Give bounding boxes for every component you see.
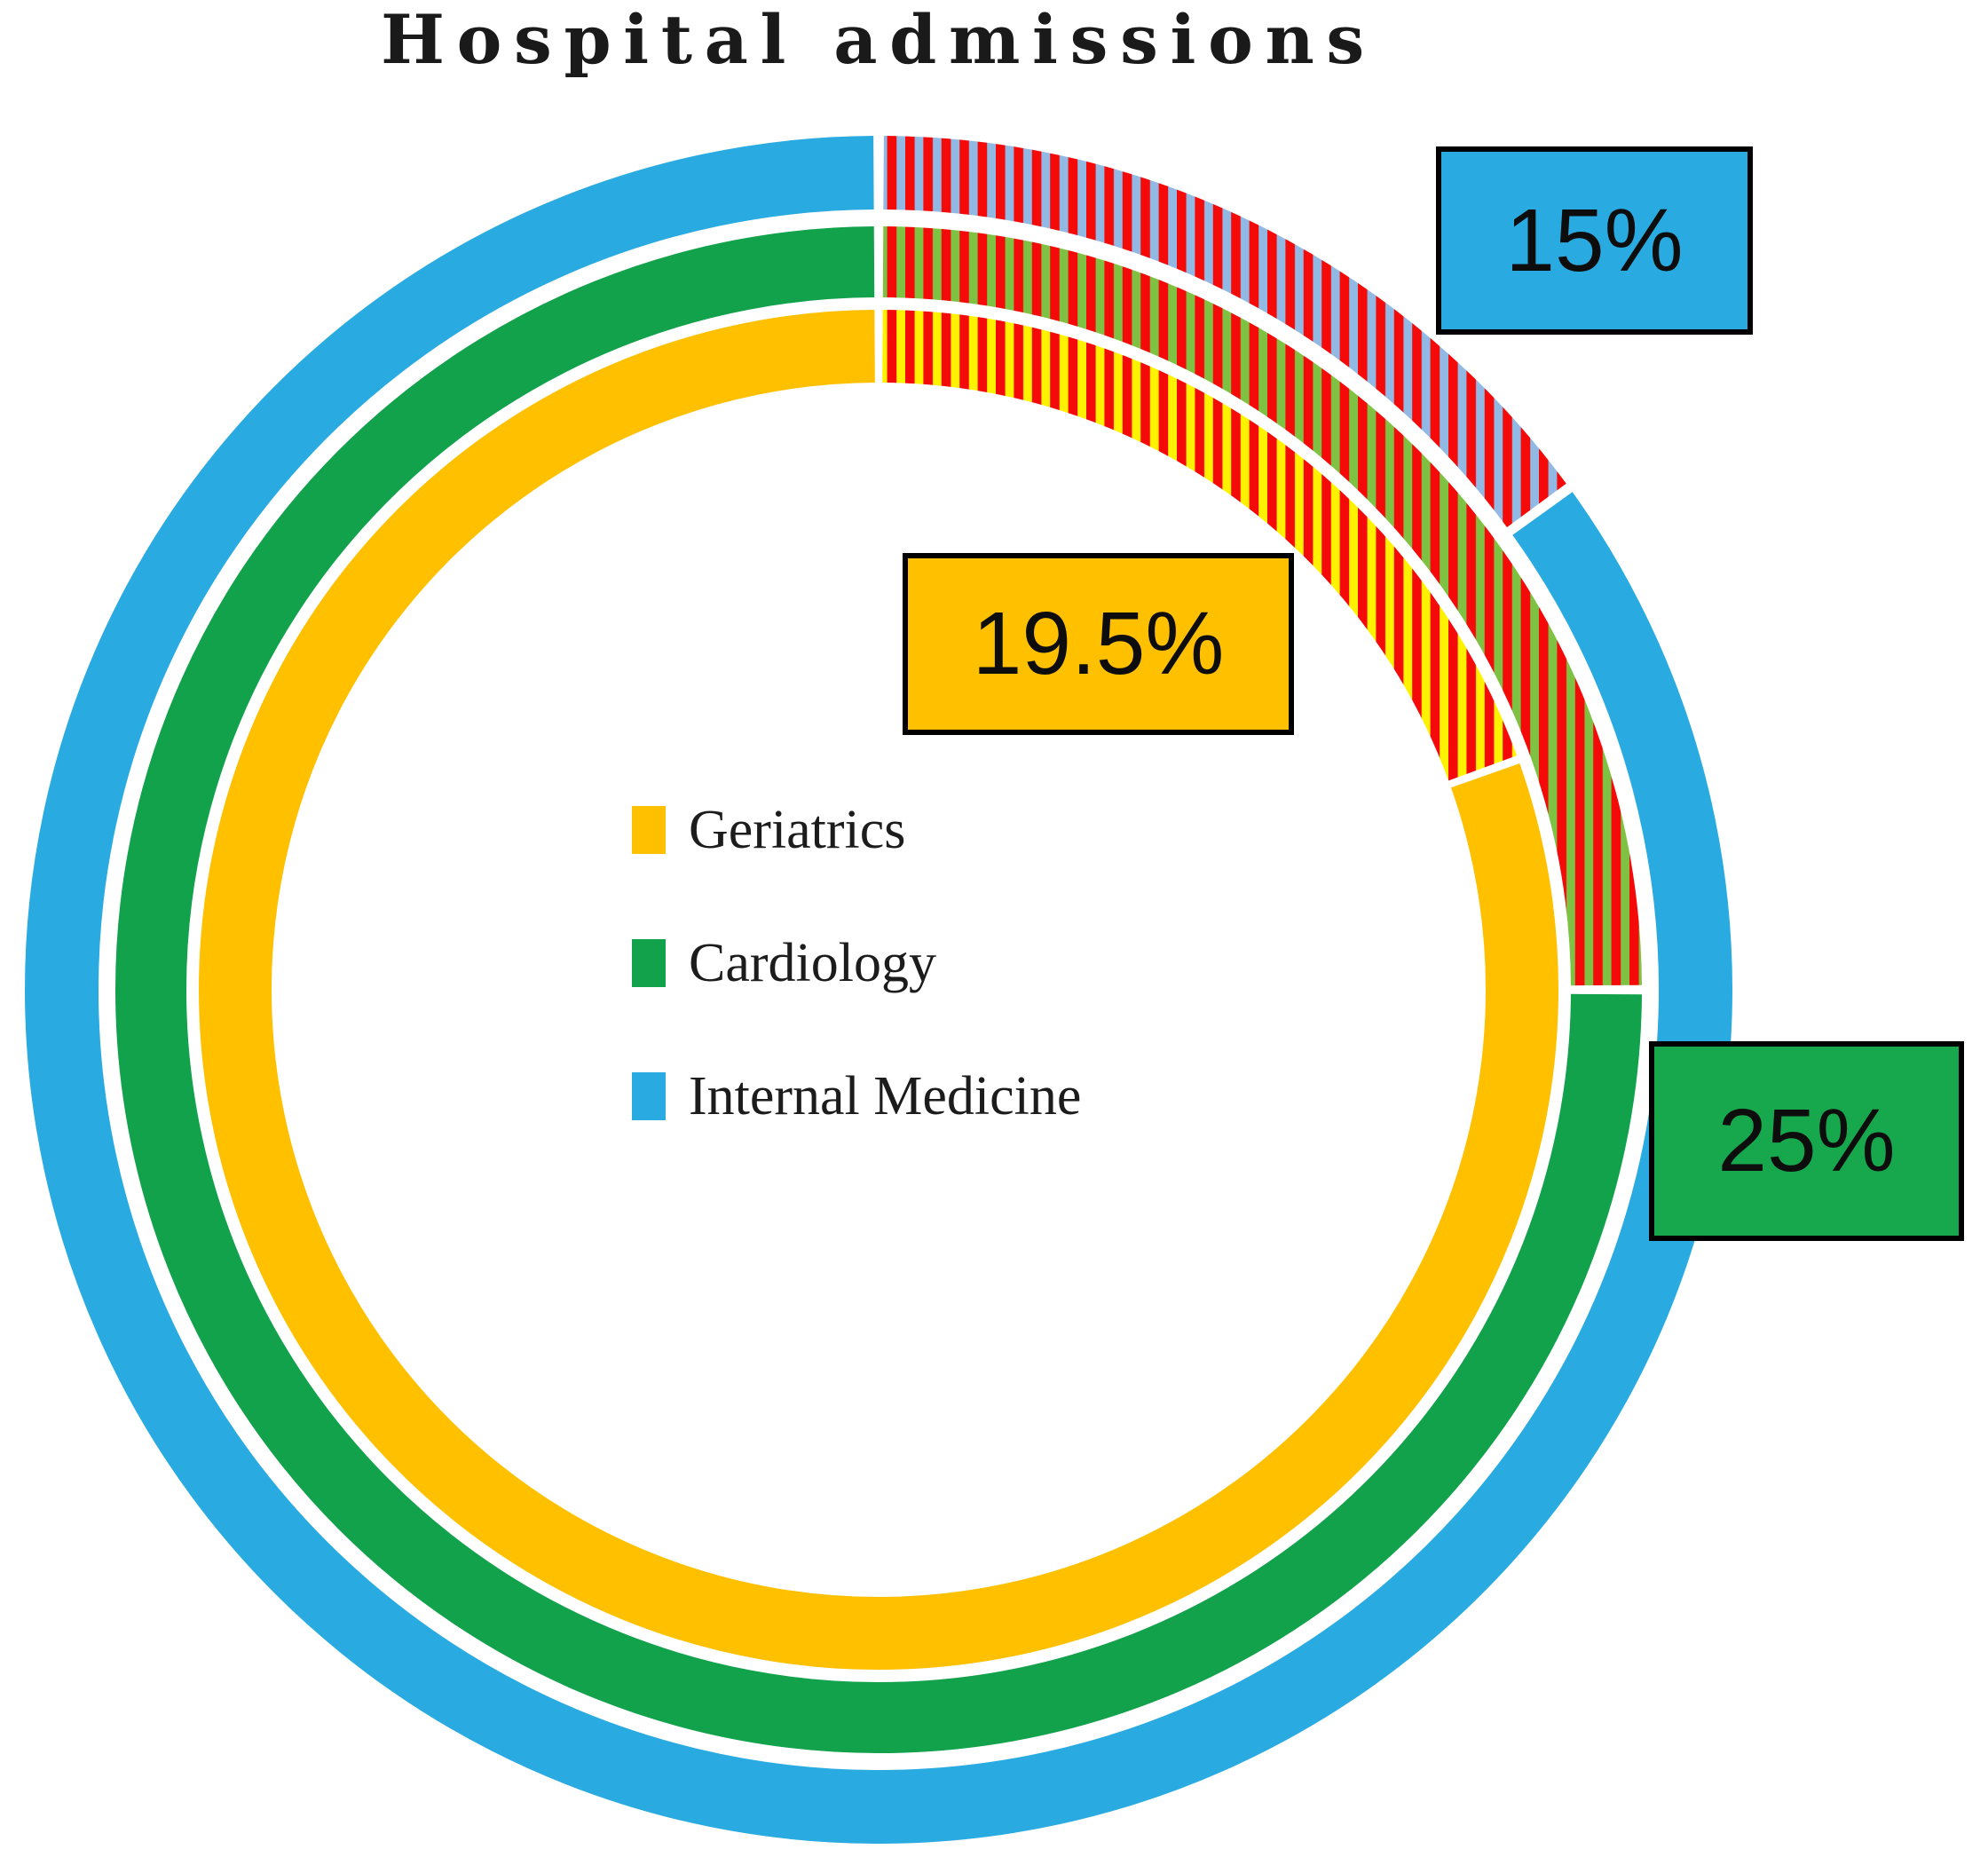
geriatrics-swatch-icon	[632, 806, 666, 854]
legend-item-cardiology: Cardiology	[632, 932, 1081, 993]
legend-item-internal-medicine: Internal Medicine	[632, 1065, 1082, 1126]
legend-label: Geriatrics	[689, 799, 906, 860]
cardiology-swatch-icon	[632, 939, 666, 987]
legend-label: Internal Medicine	[689, 1065, 1082, 1126]
callout-internal-medicine-value: 15%	[1505, 190, 1684, 290]
chart-title: Hospital admissions	[381, 0, 1377, 79]
legend-label: Cardiology	[689, 932, 936, 993]
ring-internal-medicine-highlight-segment	[883, 136, 1566, 528]
ring-cardiology-segment	[115, 226, 1642, 1753]
callout-geriatrics-value: 19.5%	[972, 594, 1225, 693]
callout-geriatrics: 19.5%	[903, 553, 1294, 735]
ring-geriatrics-highlight-segment	[882, 310, 1518, 781]
internal-medicine-swatch-icon	[632, 1072, 666, 1120]
legend: Geriatrics Cardiology Internal Medicine	[632, 799, 1082, 1126]
callout-cardiology-value: 25%	[1717, 1091, 1896, 1190]
legend-item-geriatrics: Geriatrics	[632, 799, 1081, 860]
ring-cardiology-highlight-segment	[882, 226, 1642, 986]
callout-internal-medicine: 15%	[1436, 146, 1753, 335]
callout-cardiology: 25%	[1649, 1041, 1964, 1241]
ring-geriatrics-segment	[199, 310, 1558, 1670]
